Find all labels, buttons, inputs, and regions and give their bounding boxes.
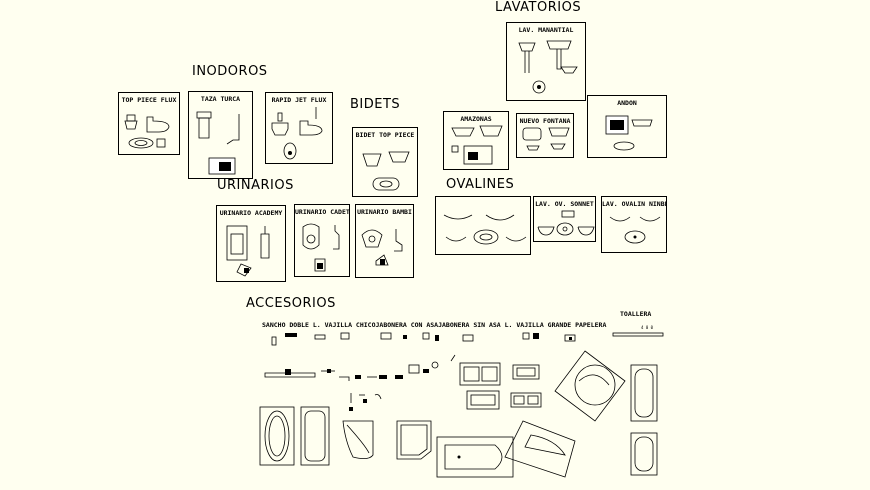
panel-amazonas: AMAZONAS bbox=[443, 111, 509, 170]
double-sink-icon bbox=[459, 362, 501, 386]
ovalin-drawing-icon bbox=[609, 216, 661, 244]
section-title-inodoros: INODOROS bbox=[192, 64, 268, 79]
panel-nuevo-fontana: NUEVO FONTANA bbox=[516, 113, 574, 158]
corner-tub-icon bbox=[342, 420, 374, 459]
shelf-icon bbox=[264, 372, 316, 378]
panel-urinario-cadet: URINARIO CADET bbox=[294, 204, 350, 277]
accessory-labels-row: SANCHO DOBLE L. VAJILLA CHICOJABONERA CO… bbox=[262, 321, 607, 329]
single-sink-icon bbox=[512, 364, 540, 380]
corner-shower-icon bbox=[396, 420, 432, 460]
urinal-drawing-icon bbox=[361, 229, 403, 266]
panel-lav-manantial: LAV. MANANTIAL bbox=[506, 22, 586, 101]
panel-top-piece-flux: TOP PIECE FLUX bbox=[118, 92, 180, 155]
sink-drawing-icon bbox=[518, 40, 578, 94]
panel-label: AMAZONAS bbox=[460, 115, 492, 123]
accessories-drawings: 4 0 0 bbox=[259, 325, 664, 478]
section-title-bidets: BIDETS bbox=[350, 97, 401, 112]
corner-tub-icon bbox=[554, 350, 626, 422]
panel-rapid-jet-flux: RAPID JET FLUX bbox=[265, 92, 333, 164]
panel-label: URINARIO BAMBI bbox=[357, 208, 412, 216]
sink-drawing-icon bbox=[451, 125, 503, 165]
section-title-urinarios: URINARIOS bbox=[217, 178, 294, 193]
panel-label: TOP PIECE FLUX bbox=[121, 96, 177, 104]
urinal-drawing-icon bbox=[226, 225, 270, 277]
panel-label: URINARIO ACADEMY bbox=[219, 209, 283, 217]
whirlpool-tub-icon bbox=[436, 436, 514, 478]
bathtub-icon bbox=[630, 364, 658, 422]
bathtub-icon bbox=[630, 432, 658, 476]
panel-lav-ovalin-ninbell: LAV. OVALIN NINBELL bbox=[601, 196, 667, 253]
ovalin-drawing-icon bbox=[443, 214, 527, 245]
ovalin-drawing-icon bbox=[537, 210, 595, 236]
panel-ovalines bbox=[435, 196, 531, 255]
section-title-ovalines: OVALINES bbox=[446, 177, 515, 192]
squat-toilet-drawing-icon bbox=[196, 111, 240, 175]
section-title-accesorios: ACCESORIOS bbox=[246, 296, 336, 311]
panel-urinario-academy: URINARIO ACADEMY bbox=[216, 205, 286, 282]
panel-label: LAV. OV. SONNET bbox=[535, 200, 594, 208]
section-title-lavatorios: LAVATORIOS bbox=[495, 0, 582, 15]
panel-label: URINARIO CADET bbox=[295, 208, 349, 216]
panel-taza-turca: TAZA TURCA bbox=[188, 91, 253, 179]
panel-bidet-top-piece: BIDET TOP PIECE bbox=[352, 127, 418, 197]
panel-label: TAZA TURCA bbox=[200, 95, 241, 103]
bidet-drawing-icon bbox=[362, 151, 410, 191]
sink-drawing-icon bbox=[605, 115, 653, 151]
bathtub-icon bbox=[300, 406, 330, 466]
double-sink-icon bbox=[510, 392, 542, 408]
accessory-label-toallera: TOALLERA bbox=[620, 310, 652, 318]
panel-label: ANDON bbox=[617, 99, 637, 107]
sink-drawing-icon bbox=[522, 127, 570, 151]
towel-bar-icon bbox=[612, 332, 664, 337]
panel-label: BIDET TOP PIECE bbox=[355, 131, 415, 139]
panel-label: LAV. MANANTIAL bbox=[518, 26, 574, 34]
svg-text:4 0 0: 4 0 0 bbox=[641, 325, 654, 330]
double-hook-icon bbox=[271, 336, 277, 346]
toilet-drawing-icon bbox=[271, 107, 323, 160]
panel-label: RAPID JET FLUX bbox=[271, 96, 327, 104]
toilet-drawing-icon bbox=[124, 114, 170, 149]
urinal-drawing-icon bbox=[302, 223, 340, 272]
oval-tub-icon bbox=[259, 406, 295, 466]
corner-tub-icon bbox=[504, 420, 576, 478]
sink-icon bbox=[466, 390, 500, 410]
panel-andon: ANDON bbox=[587, 95, 667, 158]
panel-urinario-bambi: URINARIO BAMBI bbox=[355, 204, 414, 278]
panel-lav-ov-sonnet: LAV. OV. SONNET bbox=[533, 196, 596, 242]
panel-label: LAV. OVALIN NINBELL bbox=[602, 200, 666, 208]
panel-label: NUEVO FONTANA bbox=[519, 117, 571, 125]
